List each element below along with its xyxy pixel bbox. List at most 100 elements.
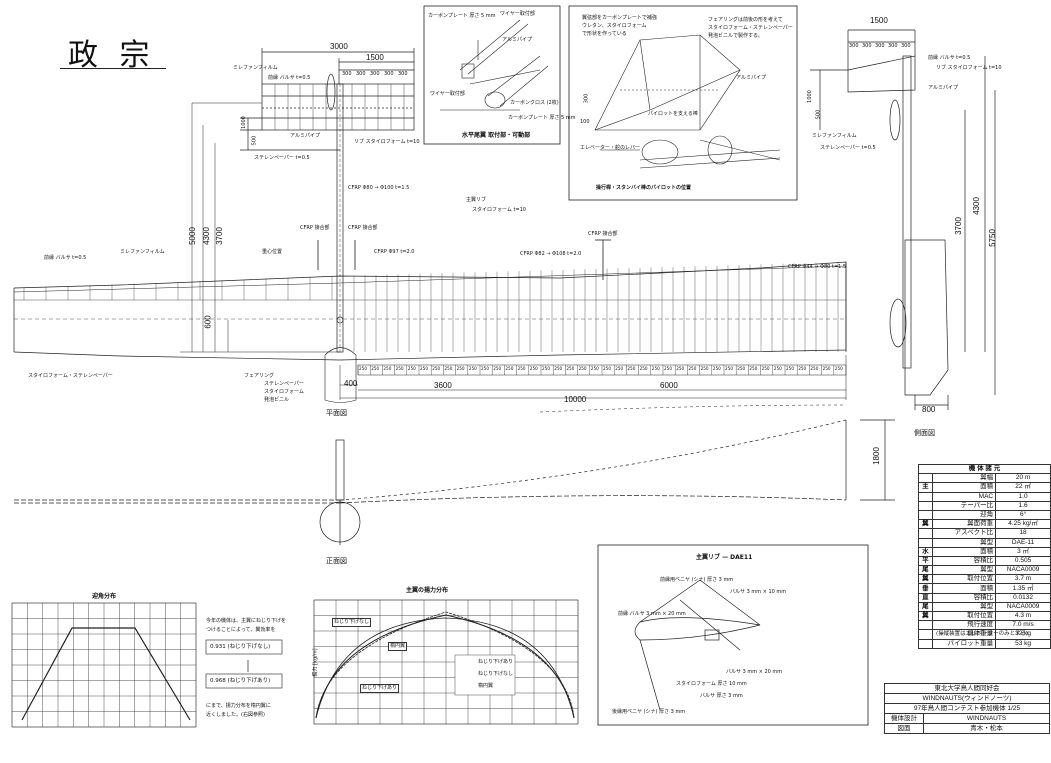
wing-dim-5000: 5000 (187, 227, 197, 245)
tail-balsa-label: 前縁 バルサ t=0.5 (268, 75, 311, 81)
front-view (14, 419, 895, 545)
wing-mainrib-label-2: スタイロフォーム t=10 (472, 207, 526, 213)
rib-spacing-label: 250 (773, 366, 782, 371)
side-rib-3: 300 (875, 43, 885, 49)
spec-k: 翼型 (931, 601, 997, 613)
tail-pipe-label: アルミパイプ (290, 133, 320, 139)
fairing-label-3: スタイロフォーム (264, 389, 304, 395)
spec-k: 面積 (931, 482, 997, 493)
d2-pilot: パイロットを支える棒 (648, 111, 698, 117)
spec-k: パイロット重量 (931, 638, 997, 649)
spec-header: 機 体 諸 元 (918, 463, 1051, 475)
spec-g (918, 509, 933, 521)
spec-v: 0.505 (995, 555, 1051, 567)
graph2-lbl1: ねじり下げなし (332, 618, 372, 627)
d2-note4: フェアリングは前後の形を考えて (708, 17, 783, 23)
rib-spacing-label: 250 (505, 366, 514, 371)
cockpit-detail (594, 34, 781, 169)
d2-dim300: 300 (583, 93, 590, 104)
spec-k: テーパー比 (931, 500, 997, 511)
spec-g: 尾 (918, 601, 933, 613)
wing-cfrp-1: CFRP Φ80 → Φ100 t=1.5 (348, 185, 410, 191)
d2-note6: 発泡ビニルで製作する。 (708, 33, 764, 39)
spec-v: 4.3 m (995, 610, 1051, 622)
note-value-1: 0.931 (ねじり下げなし) (210, 644, 271, 650)
wing-film-label: ミレファンフィルム (120, 249, 165, 255)
graph-2-lift-distribution (313, 599, 579, 725)
tb-design-val: WINDNAUTS (966, 715, 1007, 722)
wing-dim-4300: 4300 (201, 227, 211, 245)
spec-v: 0.0132 (995, 592, 1051, 603)
d1-cross: カーボンクロス (2枚) (510, 100, 559, 106)
tail-rib-2: 300 (356, 71, 366, 77)
rib-spacing-label: 250 (712, 366, 721, 371)
spec-g: 主 (918, 482, 933, 493)
spec-k: 翼型 (931, 537, 997, 548)
spec-g: 垂 (918, 583, 933, 594)
drawing-title: 政 宗 (68, 38, 156, 73)
wing-cfrp-3: CFRP Φ82 → Φ108 t=2.0 (520, 251, 582, 257)
rib-spacing-label: 250 (578, 366, 587, 371)
d2-pipe: アルミパイプ (736, 75, 766, 81)
rib-detail-5: スタイロフォーム 厚さ 10 mm (676, 681, 747, 687)
graph2-lbl3: ねじり下げあり (360, 684, 400, 693)
note-line-1: 今年の機体は、主翼にねじり下げを (206, 618, 287, 624)
spec-v: DAE-11 (995, 537, 1051, 548)
wing-bottom-label: スタイロフォーム・ステレンペーパー (28, 373, 113, 379)
rib-spacing-label: 250 (444, 366, 453, 371)
fuselage-boom (336, 83, 344, 353)
tb-drawing-val: 青木・松本 (970, 725, 1003, 732)
spec-v: 7.0 m/s (995, 620, 1051, 631)
title-underline (60, 68, 166, 69)
rib-spacing-label: 250 (798, 366, 807, 371)
side-dim-500: 500 (815, 109, 822, 120)
tail-plan-view (240, 48, 415, 151)
spec-v: 22 ㎡ (995, 482, 1051, 493)
graph2-title: 主翼の揚力分布 (406, 587, 449, 594)
side-dim-1000: 1000 (806, 90, 813, 103)
rib-spacing-label: 250 (542, 366, 550, 371)
rib-detail-7: 後縁用ベニヤ (シナ) 厚さ 3 mm (612, 709, 686, 715)
spec-v: 6° (995, 509, 1051, 521)
wing-dim-6000: 6000 (660, 381, 678, 390)
spec-k: 取付位置 (931, 574, 997, 585)
front-view-caption: 正面図 (326, 557, 347, 565)
side-pipe-label: アルミパイプ (928, 85, 958, 91)
wing-mainrib-label: 主翼リブ (466, 197, 487, 203)
rib-spacing-label: 250 (688, 366, 697, 371)
spec-g: 水 (918, 546, 933, 557)
rib-spacing-label: 250 (468, 366, 477, 371)
spec-g (918, 629, 933, 640)
d2-dim100: 100 (580, 119, 590, 125)
rib-detail-title: 主翼リブ — DAE11 (696, 554, 753, 561)
main-wing-plan (13, 261, 847, 361)
rib-spacing-label: 250 (456, 366, 465, 371)
spec-k: 取付位置 (931, 610, 997, 622)
rib-spacing-label: 250 (664, 366, 672, 371)
spec-g: 翼 (918, 610, 933, 622)
spec-g (918, 528, 933, 539)
spec-v: 1.35 ㎡ (995, 583, 1051, 594)
rib-spacing-label: 250 (517, 366, 526, 371)
rib-spacing-label: 250 (786, 366, 794, 371)
rib-spacing-label: 250 (432, 366, 441, 371)
rib-spacing-label: 250 (676, 366, 685, 371)
d2-elev: エレベーター・舵のレバー (580, 145, 641, 151)
graph2-legend-3: 楕円翼 (478, 683, 494, 689)
side-view (810, 29, 996, 410)
rib-spacing-label: 250 (420, 366, 428, 371)
rib-detail-1: 前縁用ベニヤ (シナ) 厚さ 3 mm (660, 577, 734, 583)
note-line-4: 近くしました。(右図参照) (206, 712, 265, 718)
spec-k: 翼幅 (931, 473, 997, 484)
note-line-2: つけることによって、翼効率を (206, 627, 276, 633)
d1-plate: カーボンプレート 厚さ 5 mm (428, 13, 496, 19)
title-block: 東北大学鳥人間同好会 WINDNAUTS(ウィンドノーツ) 97年鳥人間コンテス… (884, 683, 1050, 734)
